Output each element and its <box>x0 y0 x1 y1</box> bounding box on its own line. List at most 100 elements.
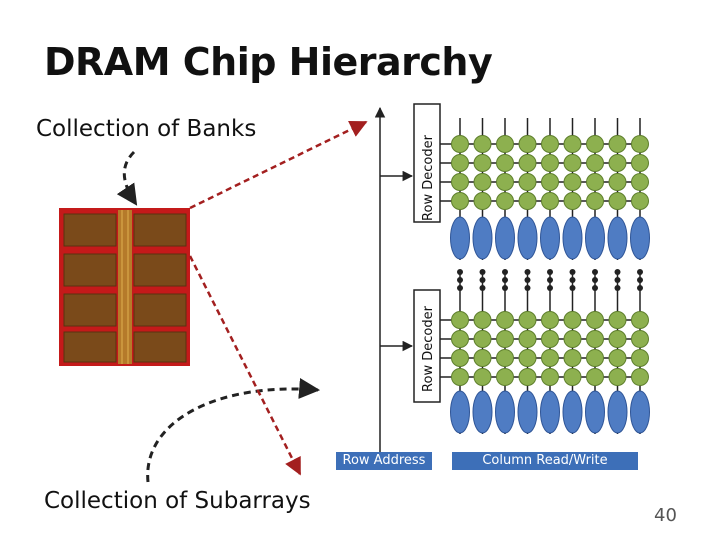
dram-cell <box>473 368 492 386</box>
dram-cell <box>451 173 469 191</box>
dram-cell <box>541 349 559 367</box>
label-collection-of-subarrays: Collection of Subarrays <box>44 488 311 514</box>
dram-cell <box>518 135 537 153</box>
dram-cell <box>451 192 469 210</box>
dram-cell <box>631 330 649 348</box>
row-decoder-bottom-label: Row Decoder <box>421 306 436 392</box>
sense-amplifier <box>630 390 650 434</box>
bitline-dot <box>479 269 486 275</box>
dram-cell <box>586 154 604 172</box>
dram-cell <box>563 135 582 153</box>
bitline-dot <box>479 285 486 291</box>
bitline-dot <box>569 277 576 283</box>
dram-cell <box>496 311 514 329</box>
sense-amplifier <box>495 216 515 260</box>
dram-cell <box>473 349 492 367</box>
dram-cell <box>631 311 649 329</box>
sense-amplifier <box>450 216 470 260</box>
slide-title: DRAM Chip Hierarchy <box>44 40 493 84</box>
dram-cell <box>608 192 627 210</box>
dram-cell <box>631 368 649 386</box>
sense-amplifier <box>472 216 493 260</box>
dram-cell <box>451 135 469 153</box>
sense-amplifier <box>585 390 605 434</box>
dram-cell <box>541 192 559 210</box>
dram-cell <box>518 311 537 329</box>
dram-cell <box>563 368 582 386</box>
dram-cell <box>586 192 604 210</box>
dram-cell <box>586 311 604 329</box>
dram-cell <box>563 173 582 191</box>
dram-cell <box>451 311 469 329</box>
dram-cell <box>608 154 627 172</box>
dram-cell <box>586 349 604 367</box>
dram-cell <box>563 349 582 367</box>
bitline-dot <box>502 277 508 283</box>
dram-cell <box>541 311 559 329</box>
sense-amplifier <box>472 390 493 434</box>
dram-cell <box>518 173 537 191</box>
bitline-dot <box>637 285 643 291</box>
dram-cell <box>608 135 627 153</box>
bitline-dot <box>547 277 553 283</box>
sense-amplifier <box>562 390 583 434</box>
dram-cell <box>608 349 627 367</box>
bitline-dot <box>547 285 553 291</box>
bitline-dot <box>457 277 463 283</box>
zoom-line-top <box>189 120 368 210</box>
dram-cell <box>518 154 537 172</box>
bitline-dot <box>457 269 463 275</box>
sense-amplifier <box>517 390 538 434</box>
bitline-dot <box>524 277 531 283</box>
dram-cell <box>473 173 492 191</box>
dram-cell <box>541 154 559 172</box>
sense-amplifier <box>517 216 538 260</box>
bitline-dot <box>614 277 621 283</box>
subarray-bottom <box>440 269 650 434</box>
dram-cell <box>451 349 469 367</box>
bitline-dot <box>592 269 598 275</box>
dram-cell <box>608 330 627 348</box>
dram-cell <box>563 311 582 329</box>
dram-cell <box>473 154 492 172</box>
arrow-subarrays-to-chip <box>146 378 321 483</box>
page-number: 40 <box>654 505 677 526</box>
dram-cell <box>541 368 559 386</box>
dram-cell <box>541 135 559 153</box>
arrow-banks-to-chip <box>116 150 138 206</box>
dram-cell <box>631 135 649 153</box>
dram-cell <box>586 135 604 153</box>
zoom-line-bottom <box>188 255 302 476</box>
dram-cell <box>631 154 649 172</box>
bitline-dot <box>457 285 463 291</box>
dram-cell <box>473 192 492 210</box>
dram-cell <box>586 330 604 348</box>
dram-cell <box>518 368 537 386</box>
row-decoder-top-label: Row Decoder <box>421 135 436 221</box>
bitline-dot <box>637 277 643 283</box>
row-address-box: Row Address <box>336 452 432 470</box>
dram-cell <box>608 173 627 191</box>
dram-cell <box>631 192 649 210</box>
bitline-dot <box>569 269 576 275</box>
sense-amplifier <box>540 216 560 260</box>
bitline-dot <box>502 269 508 275</box>
dram-cell <box>586 173 604 191</box>
dram-cell <box>563 154 582 172</box>
dram-cell <box>496 135 514 153</box>
dram-cell <box>631 173 649 191</box>
dram-cell <box>473 330 492 348</box>
bitline-dot <box>524 269 531 275</box>
sense-amplifier <box>450 390 470 434</box>
dram-cell <box>496 330 514 348</box>
dram-cell <box>451 154 469 172</box>
bitline-dot <box>502 285 508 291</box>
sense-amplifier <box>540 390 560 434</box>
sense-amplifier <box>585 216 605 260</box>
sense-amplifier <box>495 390 515 434</box>
row-decoder-top-box <box>413 103 441 223</box>
bitline-dot <box>479 277 486 283</box>
dram-cell <box>496 192 514 210</box>
